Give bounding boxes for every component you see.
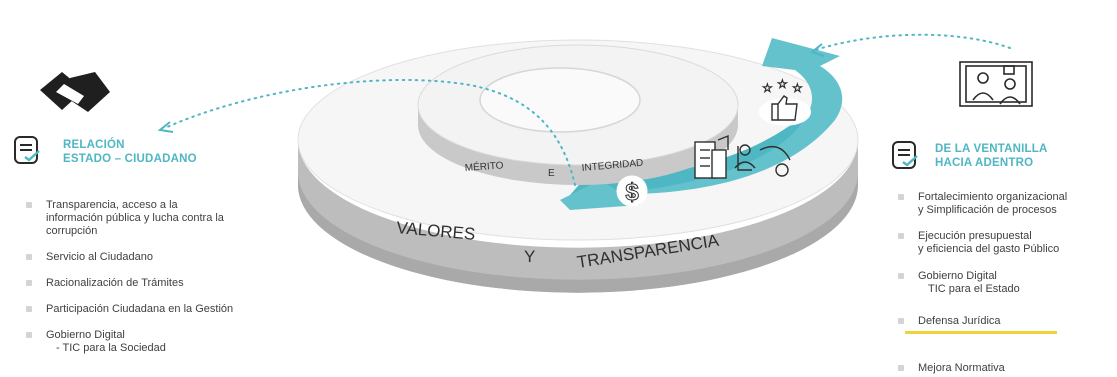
inner-word-merito: MÉRITO	[464, 158, 504, 174]
left-list: Transparencia, acceso a la información p…	[26, 199, 306, 368]
list-item: Fortalecimiento organizacional y Simplif…	[898, 191, 1067, 217]
list-item: Servicio al Ciudadano	[26, 251, 306, 264]
list-item: Defensa Jurídica	[898, 315, 1108, 328]
outer-ring-top	[297, 39, 859, 241]
svg-text:☆: ☆	[762, 81, 773, 95]
video-meeting-icon	[959, 61, 1033, 107]
list-item: Gobierno Digital TIC para el Estado	[898, 270, 1020, 296]
svg-text:☆: ☆	[792, 81, 803, 95]
inner-ring-side	[418, 105, 738, 185]
inner-word-integridad: INTEGRIDAD	[581, 158, 643, 174]
list-item: Ejecución presupuestal y eficiencia del …	[898, 230, 1059, 256]
list-item: Mejora Normativa	[898, 362, 1108, 375]
defensa-highlight	[905, 331, 1057, 334]
list-item: Transparencia, acceso a la información p…	[26, 199, 306, 238]
inner-ring-top	[417, 44, 739, 166]
list-item: Racionalización de Trámites	[26, 277, 306, 290]
left-section-title: RELACIÓN ESTADO – CIUDADANO	[63, 139, 197, 165]
list-item: Participación Ciudadana en la Gestión	[26, 303, 306, 316]
outer-word-y: Y	[524, 247, 535, 266]
people-gear-icon	[734, 144, 791, 177]
dollar-icon: $	[616, 175, 648, 207]
thumbs-up-stars-icon: ☆ ☆ ☆	[759, 77, 811, 126]
ring-hole	[479, 67, 641, 133]
teal-band	[585, 38, 843, 195]
outer-word-transparencia: TRANSPARENCIA	[576, 231, 721, 272]
list-item: Gobierno Digital - TIC para la Sociedad	[26, 329, 306, 355]
svg-text:$: $	[625, 179, 639, 206]
left-doc-icon	[14, 136, 40, 164]
left-dotted-arrow	[164, 78, 576, 186]
svg-text:☆: ☆	[777, 77, 788, 91]
right-doc-icon	[892, 141, 918, 169]
right-section-title: DE LA VENTANILLA HACIA ADENTRO	[935, 143, 1048, 169]
handshake-icon	[40, 72, 110, 112]
outer-word-valores: VALORES	[396, 218, 476, 244]
right-dotted-arrow	[814, 33, 1011, 51]
outer-ring-side	[298, 140, 858, 293]
building-icon	[694, 134, 729, 179]
inner-word-e: E	[548, 168, 555, 179]
